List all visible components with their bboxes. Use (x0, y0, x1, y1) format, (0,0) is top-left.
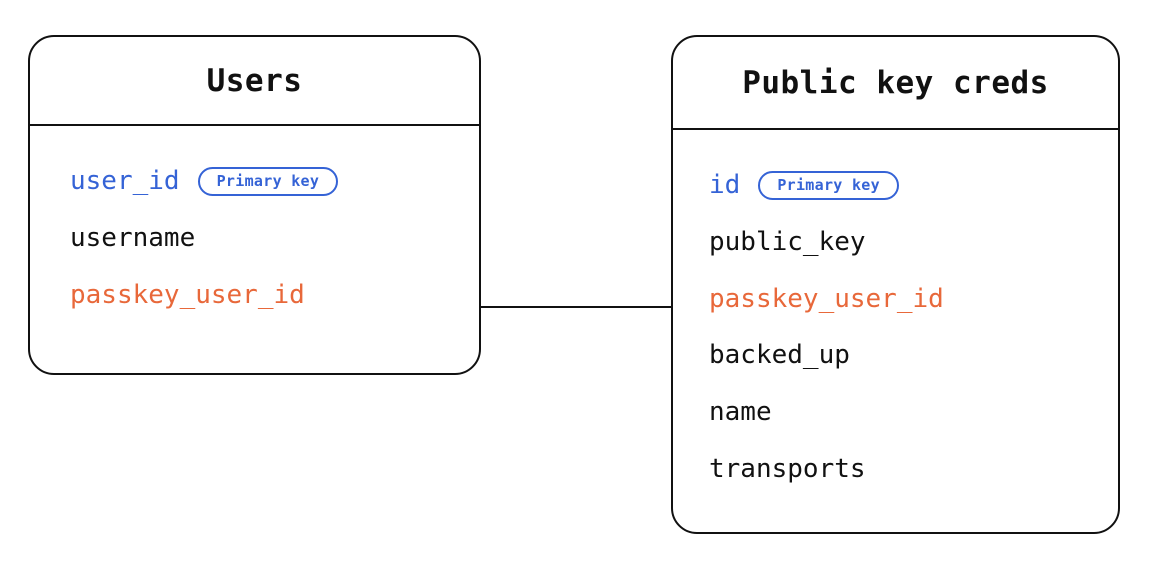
entity-body-public-key-creds: id Primary key public_key passkey_user_i… (673, 130, 1118, 532)
entity-header-public-key-creds: Public key creds (673, 37, 1118, 130)
attribute-name-name: name (709, 397, 772, 427)
attribute-row-id[interactable]: id Primary key (709, 168, 899, 202)
attribute-name-passkey-user-id: passkey_user_id (709, 284, 944, 314)
attribute-row-username[interactable]: username (70, 221, 195, 255)
primary-key-badge-label: Primary key (216, 171, 320, 190)
attribute-row-passkey-user-id[interactable]: passkey_user_id (709, 282, 944, 316)
attribute-name-username: username (70, 223, 196, 253)
primary-key-badge: Primary key (197, 166, 339, 196)
primary-key-badge: Primary key (758, 170, 899, 200)
attribute-name-public-key: public_key (709, 227, 866, 257)
attribute-name-transports: transports (709, 454, 866, 484)
attribute-name-id: id (709, 170, 741, 200)
entity-title-public-key-creds: Public key creds (742, 64, 1049, 101)
entity-card-public-key-creds[interactable]: Public key creds id Primary key public_k… (671, 35, 1120, 534)
entity-title-users: Users (206, 62, 303, 99)
attribute-name-user-id: user_id (70, 166, 180, 196)
attribute-row-passkey-user-id[interactable]: passkey_user_id (70, 278, 305, 312)
attribute-name-backed-up: backed_up (709, 340, 850, 370)
attribute-row-name[interactable]: name (709, 395, 772, 429)
attribute-row-transports[interactable]: transports (709, 452, 866, 486)
attribute-row-user-id[interactable]: user_id Primary key (70, 164, 339, 198)
entity-card-users[interactable]: Users user_id Primary key username passk… (28, 35, 481, 375)
relationship-connector-users-public-key-creds (481, 306, 671, 308)
entity-body-users: user_id Primary key username passkey_use… (30, 126, 479, 373)
attribute-row-backed-up[interactable]: backed_up (709, 338, 850, 372)
primary-key-badge-label: Primary key (777, 175, 880, 194)
entity-header-users: Users (30, 37, 479, 126)
attribute-row-public-key[interactable]: public_key (709, 225, 866, 259)
attribute-name-passkey-user-id: passkey_user_id (70, 280, 305, 310)
